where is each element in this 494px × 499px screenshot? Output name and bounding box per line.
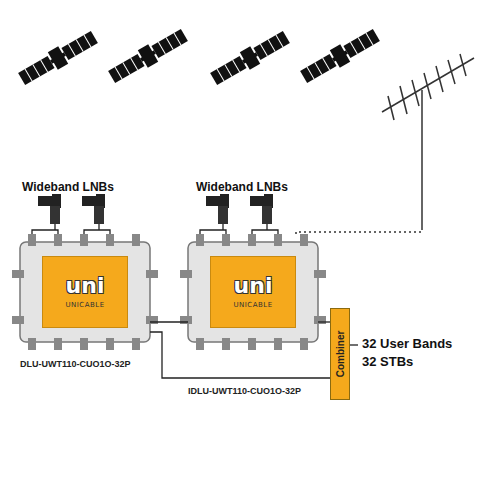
lnb-cable [32,224,278,236]
antenna-cable [296,228,422,236]
illustration-part [460,54,466,76]
multiswitch: uniUNICABLEDLU-UWT110-CUO1O-32P [20,242,150,342]
text-label: Wideband LNBs [22,180,114,194]
brand-text: UNICABLE [233,301,272,309]
illustration-part [448,60,455,84]
illustration-part [299,26,382,85]
illustration-part [82,194,105,224]
illustration-part [209,28,292,87]
output-cable [350,344,358,345]
illustration-part [180,234,326,350]
illustration-part [382,58,474,112]
illustration-part [388,96,394,120]
illustration-part [436,66,443,92]
unicable-panel: uniUNICABLE [42,256,128,328]
cable-connector [318,321,330,322]
combiner-text: Combiner [335,331,346,378]
illustration-part [12,234,158,350]
illustration-part [421,90,423,228]
unicable-panel: uniUNICABLE [210,256,296,328]
illustration-part [38,194,61,224]
illustration-part [412,80,419,106]
illustration-part [424,73,431,99]
logo-text: uni [66,275,105,297]
illustration-part [250,194,273,224]
illustration-part [400,86,407,114]
illustration-part [17,28,100,87]
text-label: 32 STBs [362,354,413,369]
terrestrial-antenna [382,54,474,228]
multiswitch: uniUNICABLEIDLU-UWT110-CUO1O-32P [188,242,318,342]
text-label: 32 User Bands [362,336,452,351]
logo-text: uni [234,275,273,297]
combiner-box: Combiner [330,308,350,400]
text-label: Wideband LNBs [196,180,288,194]
brand-text: UNICABLE [65,301,104,309]
cable-connector [150,321,188,322]
cable-connector [150,332,330,378]
model-label: DLU-UWT110-CUO1O-32P [20,359,131,369]
model-label: IDLU-UWT110-CUO1O-32P [188,386,301,396]
illustration-part [206,194,229,224]
illustration-part [107,26,190,85]
